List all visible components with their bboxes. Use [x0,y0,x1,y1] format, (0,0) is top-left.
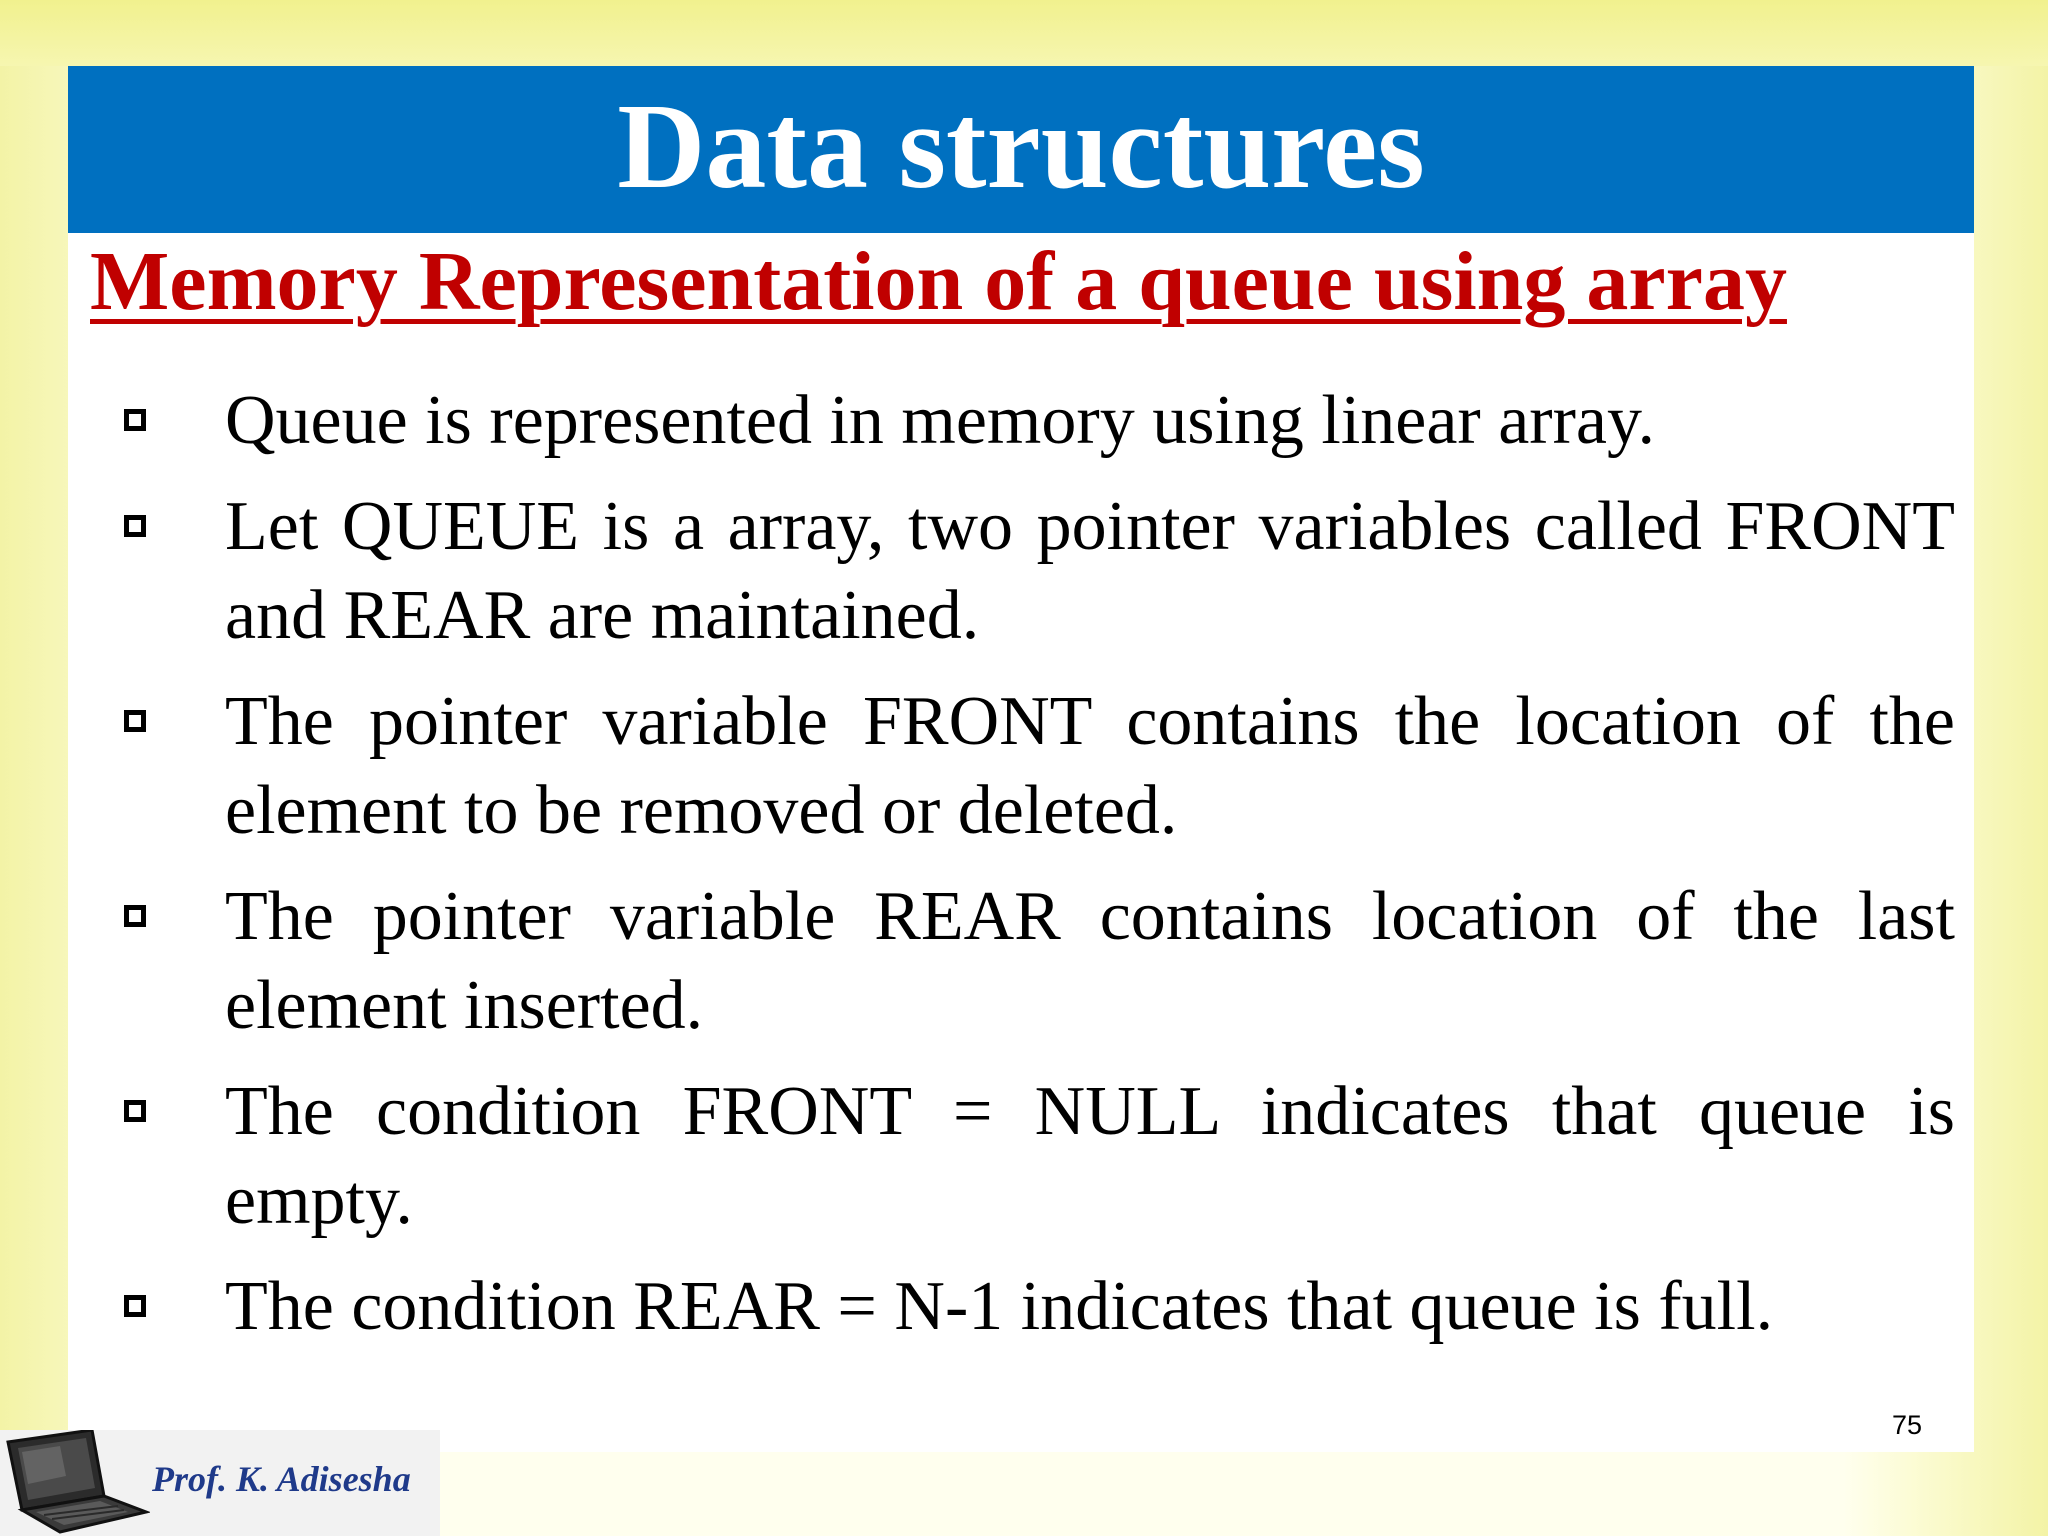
square-bullet-icon [124,710,146,732]
square-bullet-icon [124,409,146,431]
bullet-text: The pointer variable FRONT contains the … [225,683,1955,849]
bullet-text: Queue is represented in memory using lin… [225,382,1655,459]
list-item: The pointer variable FRONT contains the … [120,677,1955,855]
title-bar: Data structures [68,66,1974,233]
slide-subtitle: Memory Representation of a queue using a… [90,235,1787,328]
list-item: Queue is represented in memory using lin… [120,376,1955,465]
background-top-band [0,0,2048,66]
square-bullet-icon [124,905,146,927]
list-item: The pointer variable REAR contains locat… [120,872,1955,1050]
list-item: The condition REAR = N-1 indicates that … [120,1262,1955,1351]
bullet-text: Let QUEUE is a array, two pointer variab… [225,488,1955,654]
bullet-list: Queue is represented in memory using lin… [120,376,1955,1368]
list-item: Let QUEUE is a array, two pointer variab… [120,482,1955,660]
slide-title: Data structures [617,78,1425,214]
footer-logo: Prof. K. Adisesha [0,1430,440,1536]
square-bullet-icon [124,1100,146,1122]
square-bullet-icon [124,515,146,537]
list-item: The condition FRONT = NULL indicates tha… [120,1067,1955,1245]
slide-panel [68,66,1974,1452]
author-signature: Prof. K. Adisesha [152,1459,411,1499]
page-number: 75 [1892,1410,1923,1440]
square-bullet-icon [124,1295,146,1317]
bullet-text: The condition FRONT = NULL indicates tha… [225,1073,1955,1239]
laptop-icon [6,1430,150,1534]
bullet-text: The pointer variable REAR contains locat… [225,878,1955,1044]
bullet-text: The condition REAR = N-1 indicates that … [225,1268,1774,1345]
